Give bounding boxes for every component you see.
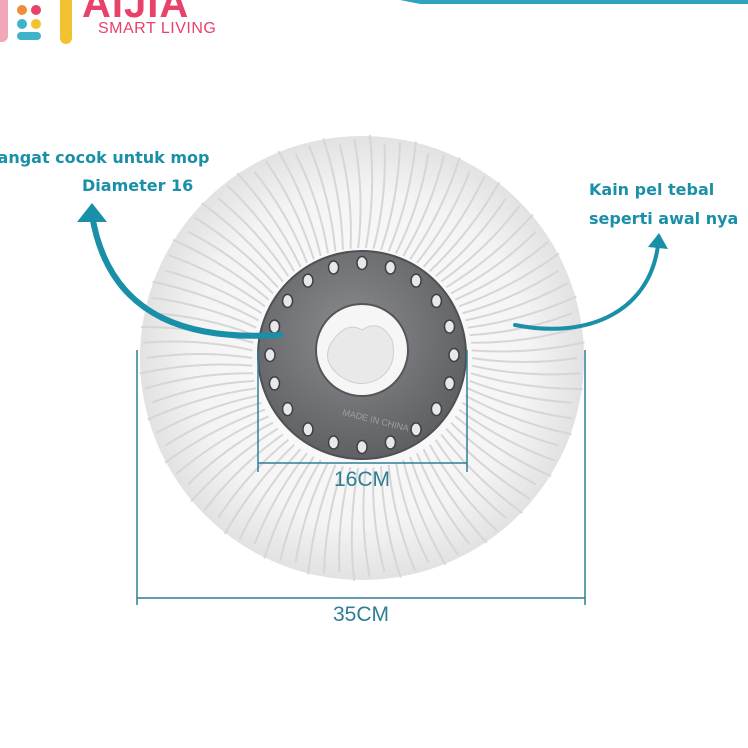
mop-fiber-strands — [139, 135, 585, 581]
left-note-line1: Sangat cocok untuk mop — [0, 148, 210, 167]
right-note-line1: Kain pel tebal — [589, 180, 715, 199]
right-arrow-icon — [513, 243, 660, 331]
header-stripe — [400, 0, 748, 4]
right-note-line2: seperti awal nya — [589, 209, 739, 228]
inner-diameter-label: 16CM — [334, 468, 391, 491]
brand-logo: AIJIA SMART LIVING — [0, 0, 260, 50]
outer-diameter-label: 35CM — [333, 603, 390, 626]
brand-tagline: SMART LIVING — [98, 20, 217, 37]
logo-icon — [0, 0, 72, 44]
left-arrow-icon — [89, 212, 283, 339]
left-note-line2: Diameter 16 — [82, 176, 194, 195]
brand-name: AIJIA — [82, 0, 190, 26]
